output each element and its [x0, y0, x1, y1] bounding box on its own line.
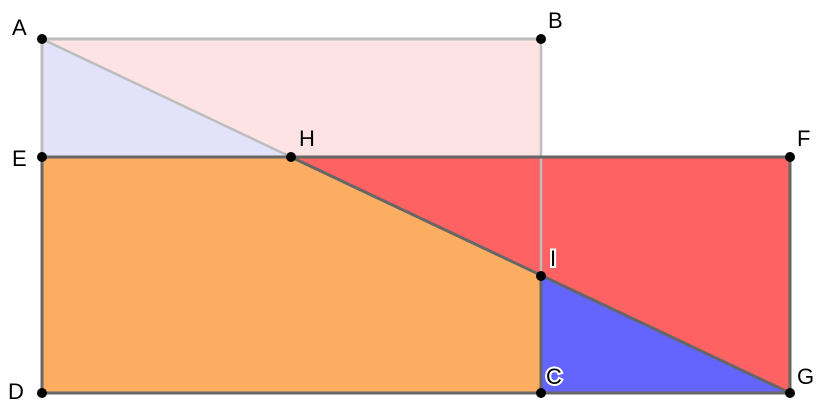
point-F[interactable] [785, 152, 795, 162]
label-I: I [550, 246, 556, 271]
label-C: C [546, 364, 562, 389]
label-B: B [548, 8, 563, 33]
region-triangle-ABH [42, 39, 541, 157]
point-H[interactable] [286, 152, 296, 162]
label-H: H [299, 126, 315, 151]
label-D: D [8, 379, 24, 404]
point-A[interactable] [37, 34, 47, 44]
label-G: G [797, 364, 814, 389]
point-G[interactable] [785, 388, 795, 398]
point-B[interactable] [536, 34, 546, 44]
segment-AH [41, 37, 292, 159]
label-A: A [12, 15, 27, 40]
point-C[interactable] [536, 388, 546, 398]
point-D[interactable] [37, 388, 47, 398]
label-E: E [12, 146, 27, 171]
point-E[interactable] [37, 152, 47, 162]
region-quad-EHID [42, 157, 541, 393]
label-F: F [797, 126, 810, 151]
point-I[interactable] [536, 271, 546, 281]
